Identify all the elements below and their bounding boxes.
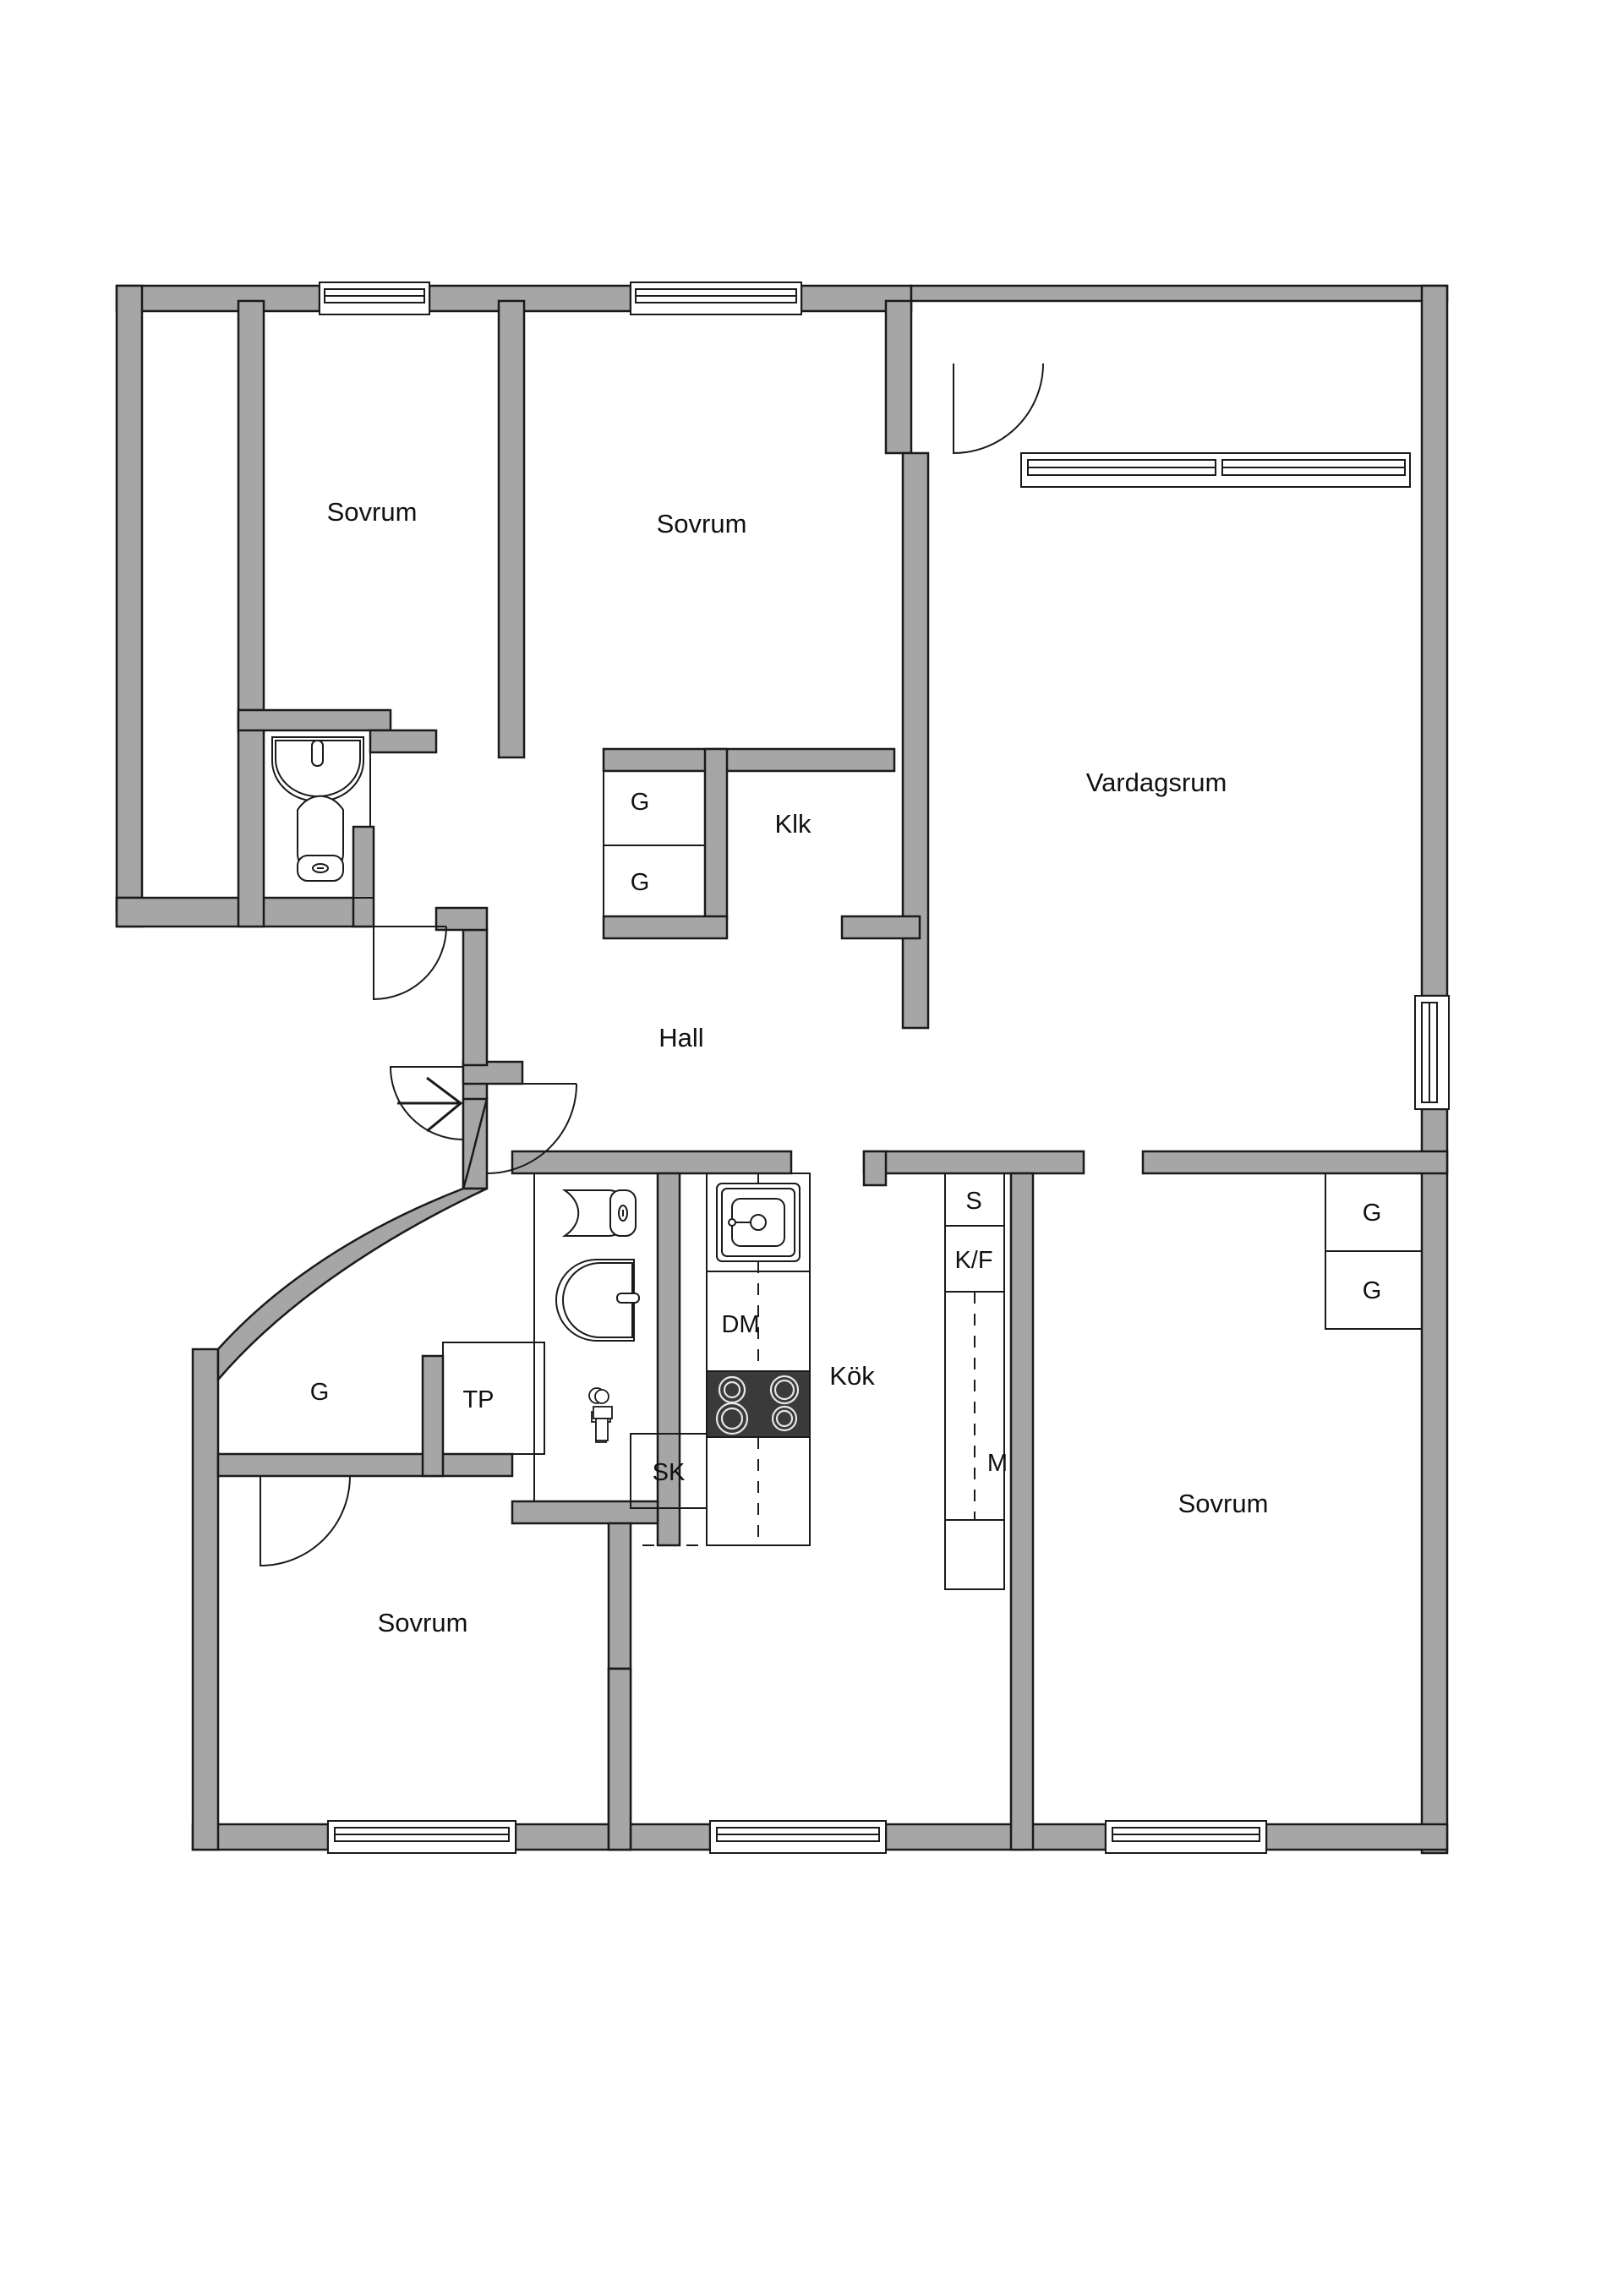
wall-south-mid2: [884, 1823, 1107, 1851]
wall-kitchen-top-spur: [862, 1150, 888, 1187]
wall-entrance: [462, 928, 489, 1067]
wall-group: [115, 284, 1449, 1855]
door-wc-upper[interactable]: [373, 926, 447, 1001]
wall-south-right: [1265, 1823, 1449, 1851]
storage-label-sk: SK: [653, 1459, 686, 1486]
wall-sw-bedroom-stub: [607, 1667, 632, 1851]
wall-east-lower: [1420, 1107, 1449, 1855]
wall-klk-bottom: [840, 915, 921, 940]
closet-box-g4: [1325, 1250, 1423, 1330]
dashed-line-group: [642, 1173, 975, 1546]
wall-bedroom-div-1: [237, 299, 265, 734]
room-label-kok: Kök: [829, 1361, 875, 1391]
window-south-1: [327, 1820, 516, 1854]
wall-north-mid1: [428, 284, 632, 313]
wall-kitchen-right: [1009, 1172, 1035, 1851]
bathroom-outline: [533, 1173, 658, 1502]
wall-west-lower: [191, 1348, 220, 1851]
wall-closet-div: [703, 747, 729, 920]
wall-tp-bottom: [216, 1452, 514, 1478]
wc-upper-outline: [263, 730, 374, 899]
storage-label-g-hall: G: [310, 1379, 330, 1406]
stove-icon: [706, 1370, 811, 1438]
door-sovrum-sw[interactable]: [260, 1475, 351, 1567]
entrance-arrow-icon: [397, 1076, 463, 1133]
wall-wc-right: [352, 825, 375, 928]
room-label-hall: Hall: [658, 1023, 703, 1052]
curve-inner-edge: [217, 1188, 488, 1380]
room-label-group: Sovrum Sovrum Vardagsrum Klk Hall Kök So…: [327, 497, 1269, 1637]
storage-label-g-se-upper: G: [1363, 1200, 1382, 1227]
window-north-1: [319, 282, 430, 315]
storage-label-group: G G G TP SK DM S K/F M G G: [310, 789, 1382, 1486]
wall-wc-top-spur: [369, 729, 438, 754]
storage-label-m: M: [987, 1450, 1008, 1477]
toilet-icon: [297, 795, 344, 882]
wall-bath-right: [656, 1172, 681, 1547]
window-group: [319, 282, 1450, 1854]
storage-label-kf: K/F: [954, 1247, 992, 1274]
wall-bedroom-div-2: [497, 299, 526, 759]
window-east-1: [1414, 995, 1450, 1110]
wall-north-left: [115, 284, 321, 313]
wall-curved-hall: [216, 1187, 488, 1383]
closet-box-tp: [442, 1342, 545, 1455]
kitchen-sink-icon: [716, 1183, 801, 1262]
wall-hall-left-upper: [884, 299, 913, 455]
wall-curved-hall-2: [462, 1097, 489, 1189]
wall-closet-bottom: [602, 915, 729, 940]
window-south-3: [1105, 1820, 1267, 1854]
wall-kitchen-left: [607, 1522, 632, 1670]
wall-west-upper: [115, 284, 144, 913]
door-entrance[interactable]: [389, 1066, 464, 1140]
fixture-group: [271, 736, 811, 1443]
wall-wc-top: [237, 708, 392, 732]
wall-kitchen-top: [862, 1150, 1085, 1175]
wall-east-upper: [1420, 284, 1449, 998]
wall-se-bedroom-top: [1141, 1150, 1449, 1175]
wall-g-tp-div: [421, 1354, 445, 1478]
window-south-2: [709, 1820, 887, 1854]
storage-label-dm: DM: [721, 1311, 759, 1338]
storage-label-g-se-lower: G: [1363, 1277, 1382, 1304]
storage-label-tp: TP: [462, 1386, 494, 1413]
wall-hall-left-lower: [901, 451, 930, 1030]
storage-label-s: S: [965, 1188, 981, 1215]
room-label-sovrum-sw: Sovrum: [378, 1608, 468, 1637]
door-group: [260, 363, 1044, 1567]
room-label-klk: Klk: [774, 809, 812, 839]
sink-icon: [555, 1259, 640, 1342]
wall-bath-bottom: [511, 1500, 659, 1525]
floor-drain-icon: [588, 1387, 613, 1443]
closet-box-g2: [603, 845, 706, 917]
room-label-vardagsrum: Vardagsrum: [1086, 768, 1227, 797]
appliance-box-m-lower: [944, 1519, 1005, 1590]
door-bathroom[interactable]: [486, 1083, 577, 1175]
wall-wc-left: [237, 708, 265, 928]
wall-north-east: [910, 284, 1449, 303]
storage-label-g-klk-upper: G: [631, 789, 650, 816]
wall-closet-top: [602, 747, 896, 773]
closet-box-g1: [603, 770, 706, 846]
storage-label-g-klk-lower: G: [631, 869, 650, 896]
room-label-sovrum-nw: Sovrum: [327, 497, 418, 527]
room-label-sovrum-n: Sovrum: [657, 509, 747, 538]
room-label-sovrum-se: Sovrum: [1178, 1489, 1269, 1518]
toilet-icon: [561, 1189, 637, 1237]
door-balcony[interactable]: [953, 363, 1044, 455]
sink-icon: [271, 736, 364, 802]
window-balcony-door: [1020, 452, 1411, 488]
wall-bath-top: [511, 1150, 793, 1175]
window-north-2: [630, 282, 802, 315]
